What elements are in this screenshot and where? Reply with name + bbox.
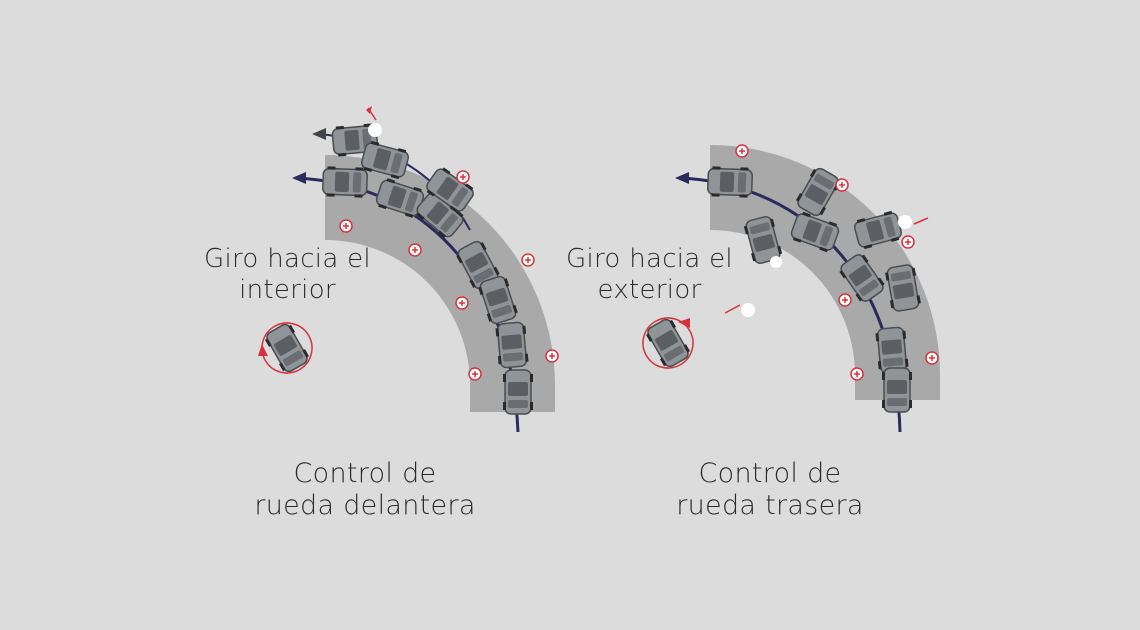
left-diagram (258, 106, 559, 433)
right-turn-label-line2: exterior (597, 275, 702, 306)
left-driver-icon (366, 106, 382, 137)
left-turn-label: Giro hacia el interior (195, 244, 380, 306)
left-turn-label-line2: interior (239, 275, 336, 306)
left-caption-line1: Control de (293, 458, 437, 489)
right-caption-line2: rueda trasera (676, 490, 864, 522)
right-driver-icon (724, 215, 929, 317)
right-caption: Control de rueda trasera (640, 458, 900, 523)
left-turn-label-line1: Giro hacia el (204, 244, 371, 274)
right-arrow-icon (675, 172, 689, 184)
left-steer-car-icon (261, 320, 313, 376)
left-arrow-icon (292, 172, 306, 184)
left-steer-arrow-icon (258, 344, 268, 356)
left-caption-line2: rueda delantera (254, 490, 476, 522)
left-outer-arrow-icon (312, 128, 326, 140)
right-caption-line1: Control de (698, 458, 842, 489)
right-turn-label-line1: Giro hacia el (566, 244, 733, 274)
right-diagram (642, 144, 940, 433)
right-turn-label: Giro hacia el exterior (557, 244, 742, 306)
right-steer-car-icon (642, 315, 694, 371)
left-road (325, 155, 555, 412)
right-steer-arrow-icon (678, 318, 690, 328)
left-caption: Control de rueda delantera (235, 458, 495, 523)
